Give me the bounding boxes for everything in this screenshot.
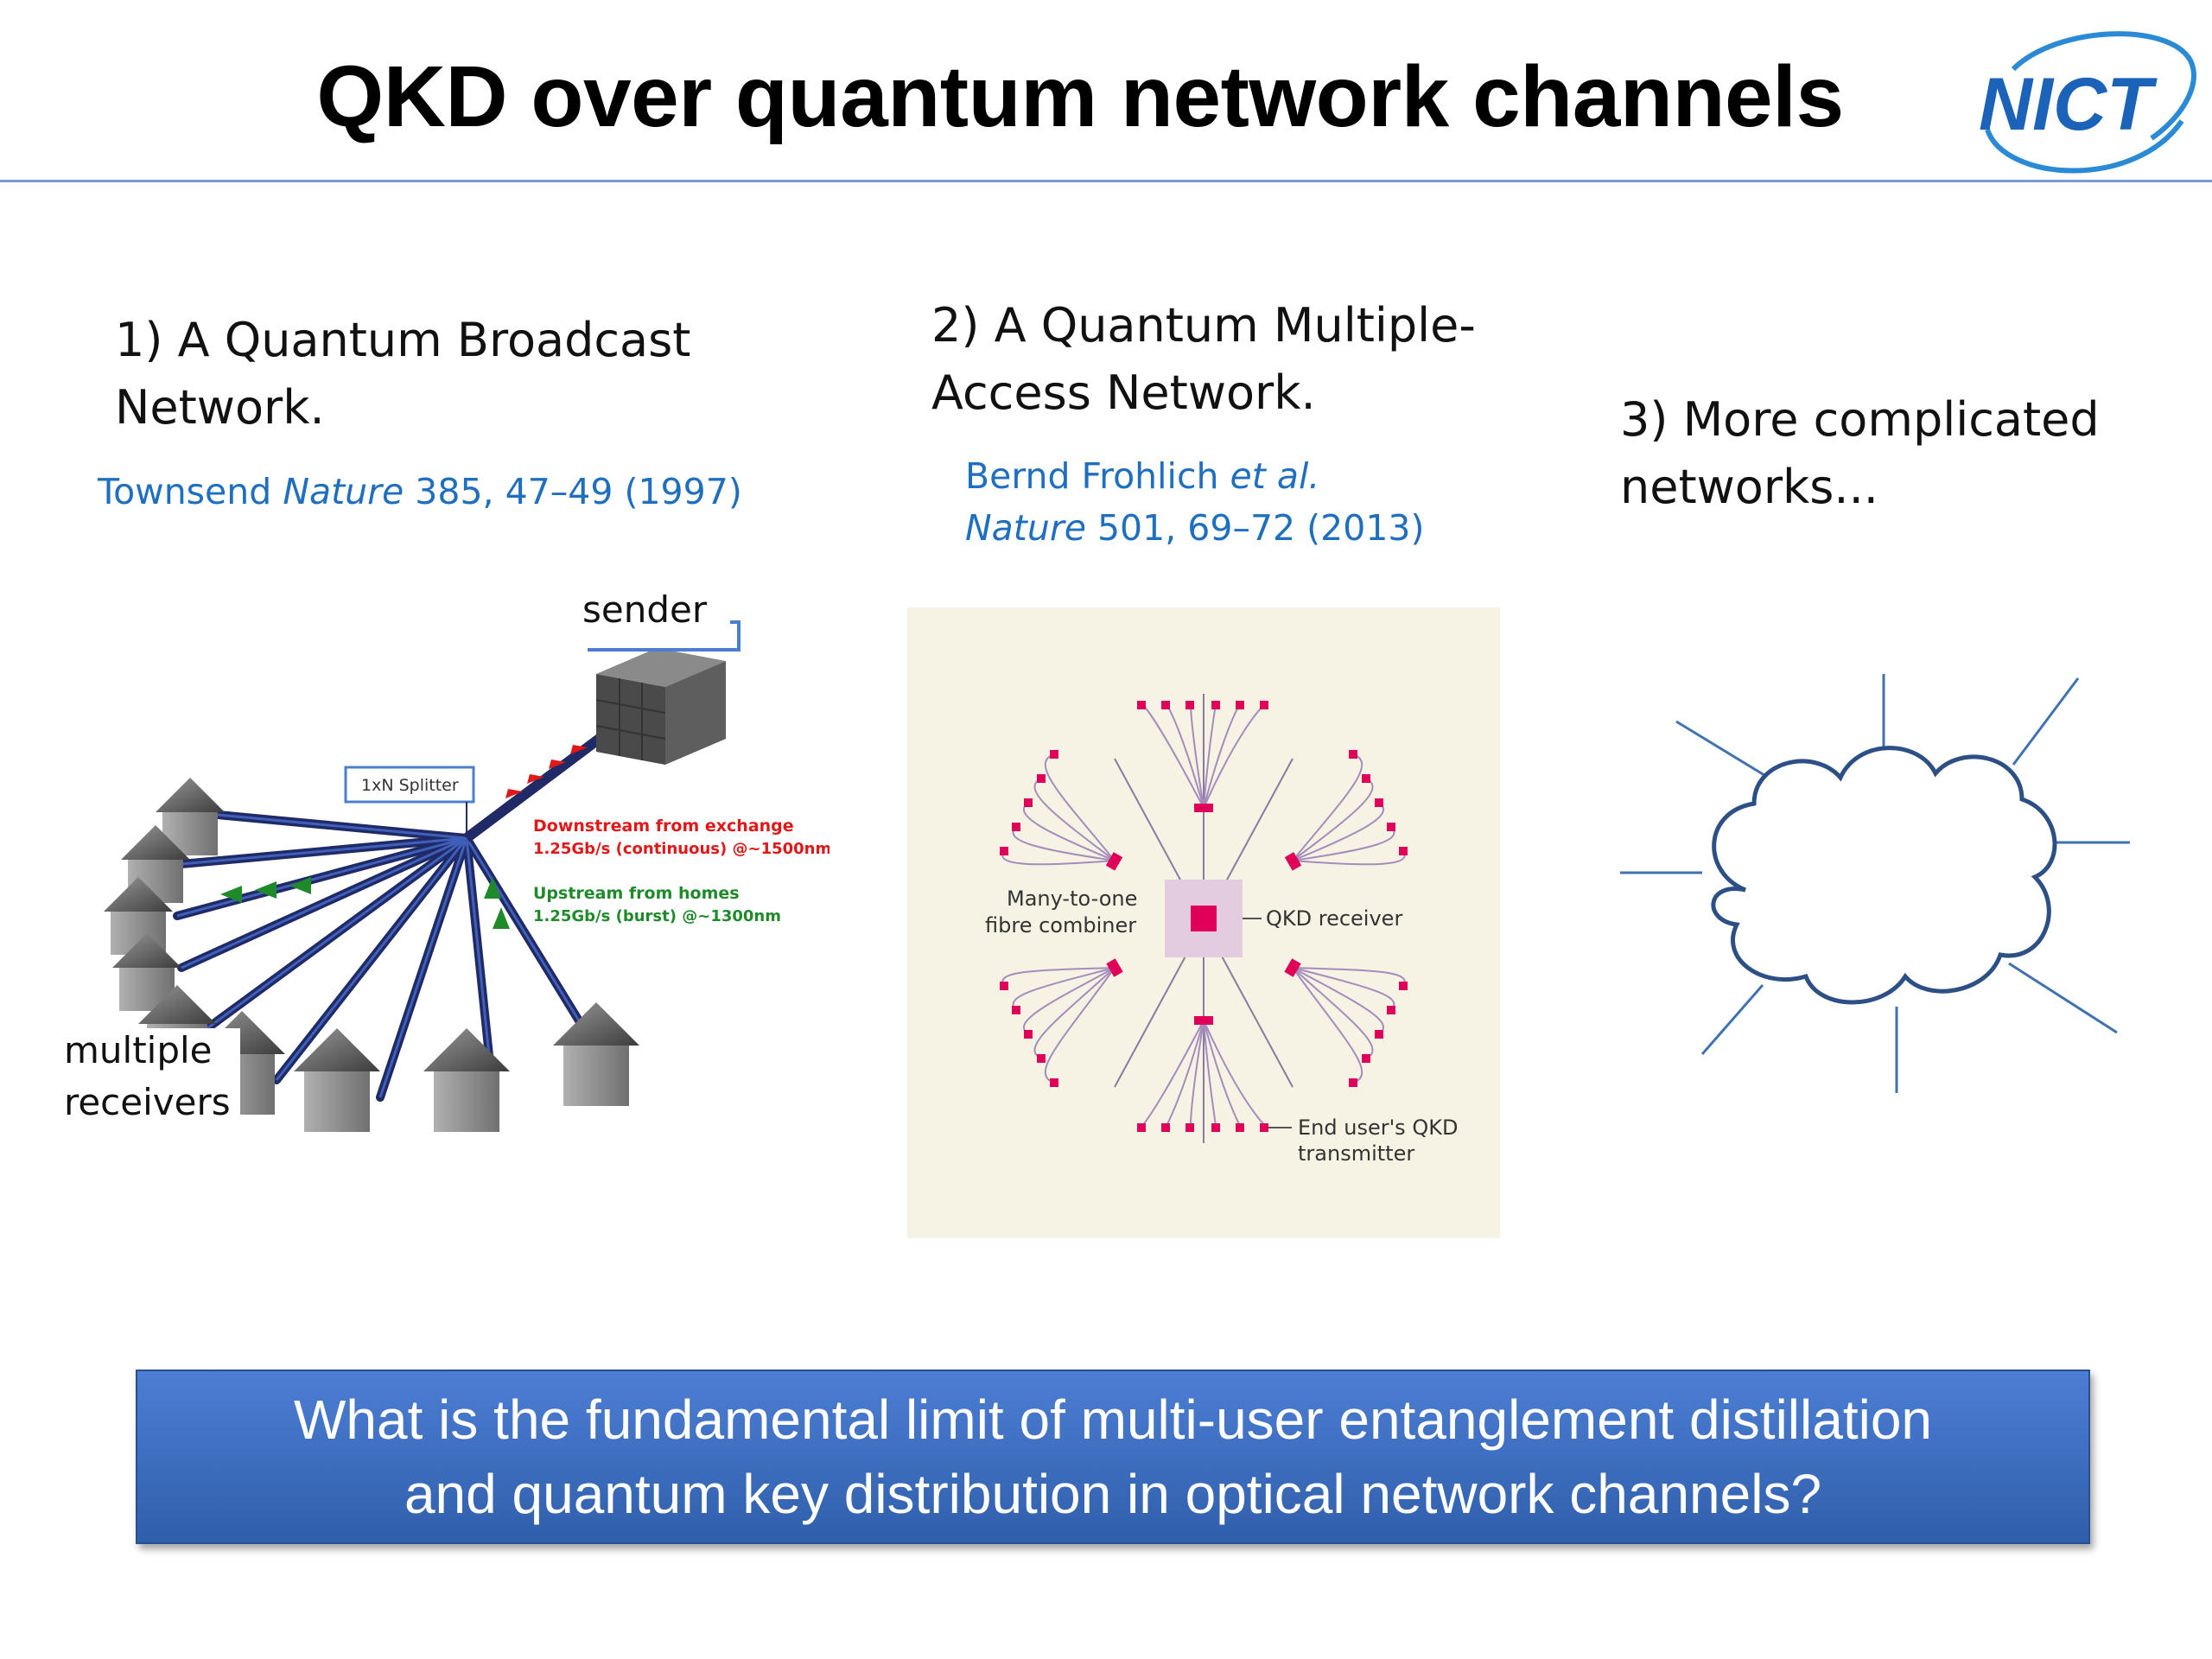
column2-heading-line1: 2) A Quantum Multiple- bbox=[931, 298, 1476, 353]
combiner-label-line1: Many-to-one bbox=[1007, 887, 1137, 911]
downstream-line2: 1.25Gb/s (continuous) @~1500nm bbox=[533, 840, 830, 858]
multiple-access-figure: Many-to-one fibre combiner QKD receiver … bbox=[907, 607, 1500, 1238]
citation-etal: et al. bbox=[1230, 455, 1320, 497]
column2-heading: 2) A Quantum Multiple- Access Network. bbox=[931, 292, 1476, 427]
fibre-combiner-network bbox=[1000, 694, 1408, 1143]
column1-heading-line1: 1) A Quantum Broadcast bbox=[115, 313, 691, 367]
complex-network-figure bbox=[1620, 674, 2130, 1093]
logo-text: NICT bbox=[1979, 63, 2158, 146]
receivers-label-line2: receivers bbox=[64, 1081, 231, 1123]
citation-journal: Nature bbox=[965, 507, 1086, 549]
column3-heading-line1: 3) More complicated bbox=[1620, 392, 2100, 447]
citation-ref: 385, 47–49 (1997) bbox=[404, 471, 742, 512]
qkd-receiver-node bbox=[1191, 906, 1217, 931]
citation-ref: 501, 69–72 (2013) bbox=[1085, 507, 1425, 549]
broadcast-network-figure: sender 1xN Splitter Downstream from exch… bbox=[59, 588, 830, 1136]
sender-label: sender bbox=[582, 588, 708, 631]
transmitter-label-line2: transmitter bbox=[1298, 1141, 1414, 1166]
column2-heading-line2: Access Network. bbox=[931, 365, 1316, 420]
citation-author: Bernd Frohlich bbox=[965, 455, 1230, 497]
title-rule bbox=[0, 180, 2212, 182]
citation-author: Townsend bbox=[98, 471, 283, 512]
splitter-label: 1xN Splitter bbox=[361, 776, 459, 795]
column3-heading: 3) More complicated networks... bbox=[1620, 386, 2100, 521]
downstream-line1: Downstream from exchange bbox=[533, 817, 794, 836]
citation-journal: Nature bbox=[283, 471, 404, 512]
upstream-arrows bbox=[220, 877, 510, 929]
combiner-label-line2: fibre combiner bbox=[985, 913, 1136, 938]
question-line1: What is the fundamental limit of multi-u… bbox=[294, 1389, 1932, 1451]
question-line2: and quantum key distribution in optical … bbox=[404, 1463, 1822, 1525]
column2-citation: Bernd Frohlich et al. Nature 501, 69–72 … bbox=[965, 450, 1425, 554]
upstream-line1: Upstream from homes bbox=[533, 884, 740, 903]
feeder-fibre bbox=[463, 730, 608, 842]
downstream-arrows bbox=[505, 745, 588, 798]
transmitter-label-line1: End user's QKD bbox=[1298, 1116, 1458, 1140]
upstream-line2: 1.25Gb/s (burst) @~1300nm bbox=[533, 907, 781, 925]
cloud-icon bbox=[1711, 746, 2057, 1005]
nict-logo: NICT bbox=[1979, 31, 2196, 174]
slide-title: QKD over quantum network channels bbox=[316, 48, 1844, 145]
receivers-label-line1: multiple bbox=[64, 1029, 213, 1071]
receiver-label: QKD receiver bbox=[1266, 906, 1402, 931]
column1-heading-line2: Network. bbox=[115, 380, 325, 435]
column3-heading-line2: networks... bbox=[1620, 460, 1878, 514]
column1-heading: 1) A Quantum Broadcast Network. bbox=[115, 307, 690, 442]
splitter-box bbox=[344, 766, 475, 804]
question-box: What is the fundamental limit of multi-u… bbox=[136, 1370, 2090, 1544]
column1-citation: Townsend Nature 385, 47–49 (1997) bbox=[98, 466, 742, 518]
sender-box-icon bbox=[595, 648, 726, 765]
